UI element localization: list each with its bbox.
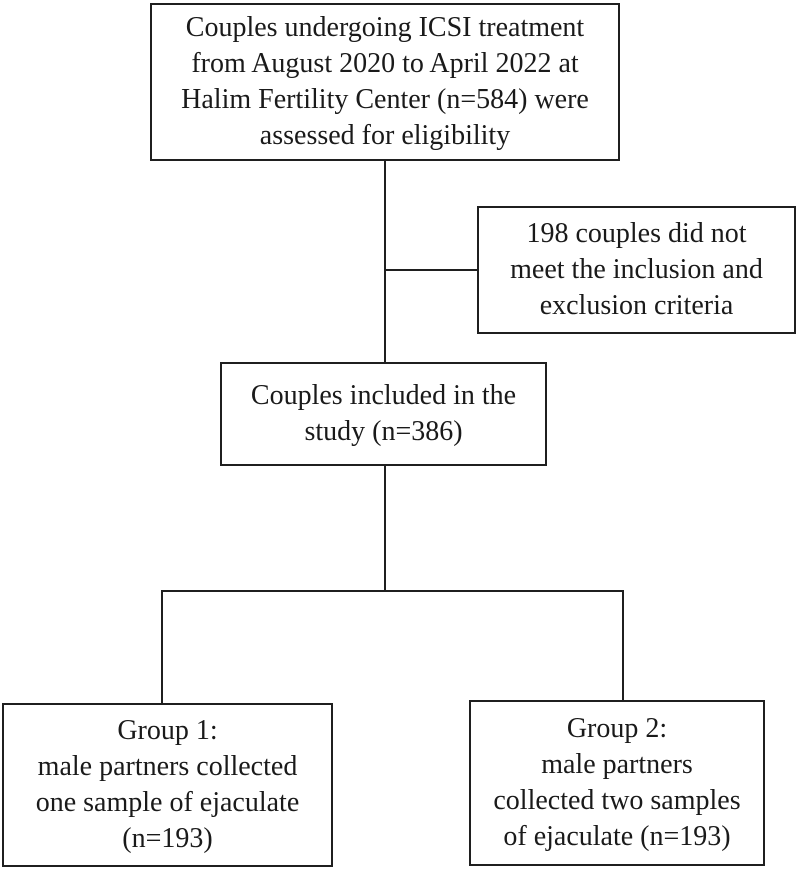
- connector-included-to-split: [384, 466, 386, 592]
- box-text-line: one sample of ejaculate: [35, 787, 300, 818]
- box-included-in-study: Couples included in the study (n=386): [220, 362, 547, 466]
- box-text-line: exclusion criteria: [539, 290, 734, 321]
- connector-split-to-group1: [161, 592, 163, 703]
- box-text-line: (n=193): [122, 823, 213, 854]
- connector-eligibility-to-included: [384, 161, 386, 362]
- box-text-line: from August 2020 to April 2022 at: [191, 48, 579, 79]
- box-text-line: meet the inclusion and: [510, 254, 763, 285]
- box-group1-one-sample: Group 1: male partners collected one sam…: [2, 703, 333, 867]
- box-text-line: collected two samples: [493, 785, 741, 816]
- connector-branch-to-excluded: [386, 269, 477, 271]
- box-text-line: Couples included in the: [250, 380, 517, 411]
- connector-split-horizontal: [161, 590, 624, 592]
- box-text-line: assessed for eligibility: [259, 120, 511, 151]
- box-text-line: Group 2:: [566, 713, 668, 744]
- box-text-line: 198 couples did not: [526, 218, 747, 249]
- connector-split-to-group2: [622, 592, 624, 700]
- box-text-line: male partners collected: [37, 751, 298, 782]
- box-text-line: of ejaculate (n=193): [503, 821, 731, 852]
- box-assessed-for-eligibility: Couples undergoing ICSI treatment from A…: [150, 3, 620, 161]
- box-group2-two-samples: Group 2: male partners collected two sam…: [469, 700, 765, 866]
- box-text-line: Couples undergoing ICSI treatment: [185, 12, 585, 43]
- box-text-line: Halim Fertility Center (n=584) were: [181, 84, 589, 115]
- box-excluded-couples: 198 couples did not meet the inclusion a…: [477, 206, 796, 334]
- box-text-line: Group 1:: [117, 715, 218, 746]
- box-text-line: study (n=386): [304, 416, 463, 447]
- box-text-line: male partners: [541, 749, 693, 780]
